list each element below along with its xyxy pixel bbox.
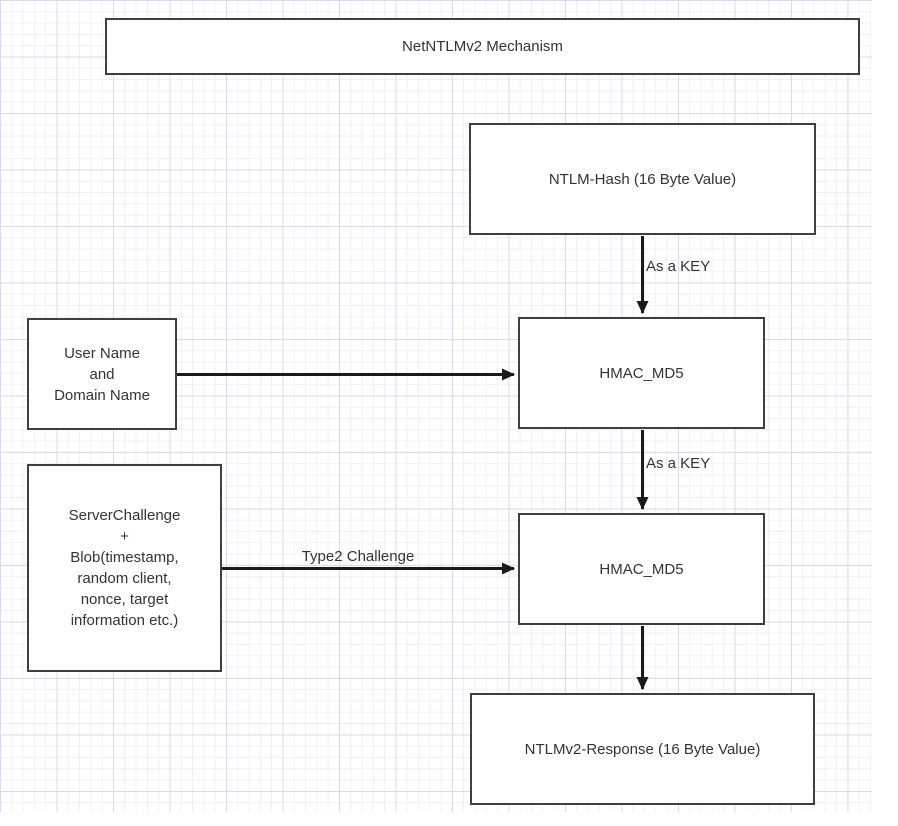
node-hmac-md5-2: HMAC_MD5 — [518, 513, 765, 625]
node-ntlmv2-response: NTLMv2-Response (16 Byte Value) — [470, 693, 815, 805]
node-ntlm-hash: NTLM-Hash (16 Byte Value) — [469, 123, 816, 235]
edge-label-as-a-key-2: As a KEY — [646, 455, 711, 472]
diagram-canvas: NetNTLMv2 Mechanism NTLM-Hash (16 Byte V… — [0, 0, 872, 812]
node-username-domain: User Name and Domain Name — [27, 318, 177, 430]
title-box: NetNTLMv2 Mechanism — [105, 18, 860, 75]
edge-label-type2-challenge: Type2 Challenge — [301, 548, 415, 565]
edge-label-as-a-key-1: As a KEY — [646, 258, 711, 275]
node-hmac-md5-1: HMAC_MD5 — [518, 317, 765, 429]
node-server-challenge-blob: ServerChallenge + Blob(timestamp, random… — [27, 464, 222, 672]
